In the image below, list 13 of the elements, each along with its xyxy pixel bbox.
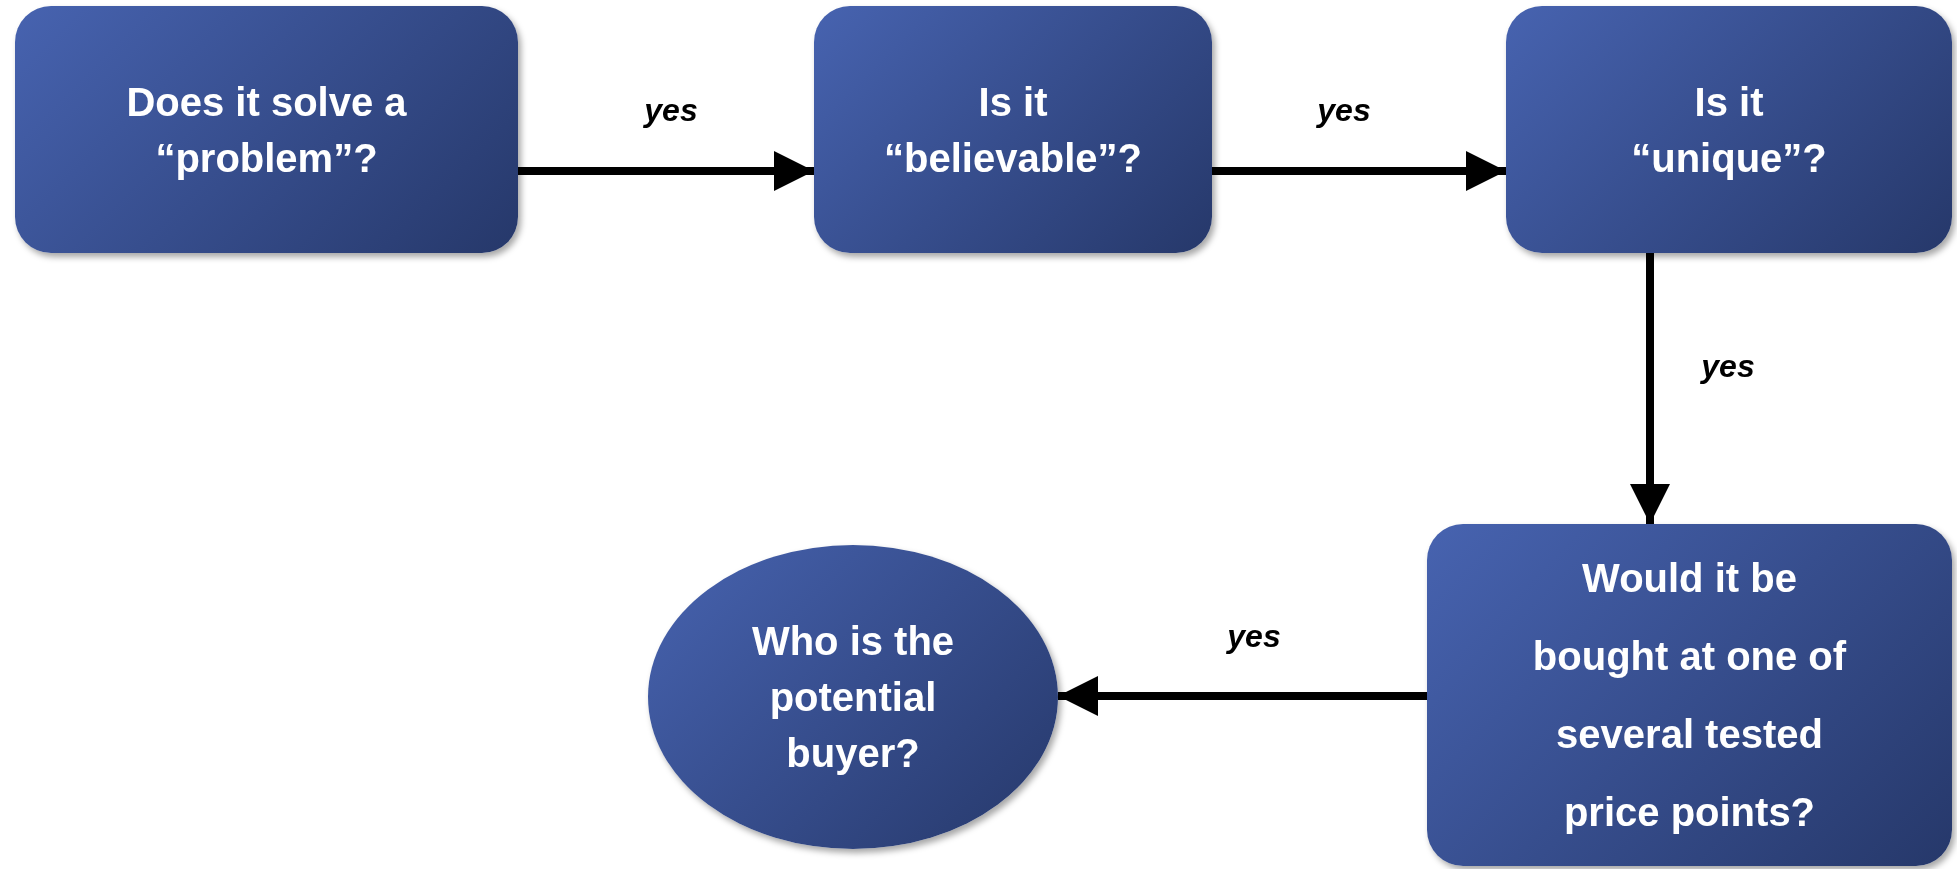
question-text: Is it “believable”? [883,78,1143,182]
arrow [518,151,814,191]
question-text: Would it be bought at one of several tested price points? [1531,555,1848,836]
question-box [15,6,518,253]
question-text: Does it solve a “problem”? [125,78,408,182]
question-box [814,6,1212,253]
question-text: Is it “unique”? [1630,78,1828,182]
arrow [1212,151,1506,191]
arrow [1630,253,1670,524]
question-text: Who is the potential buyer? [750,618,956,777]
arrow [1058,676,1427,716]
question-box [1427,524,1952,866]
question-box [1506,6,1952,253]
